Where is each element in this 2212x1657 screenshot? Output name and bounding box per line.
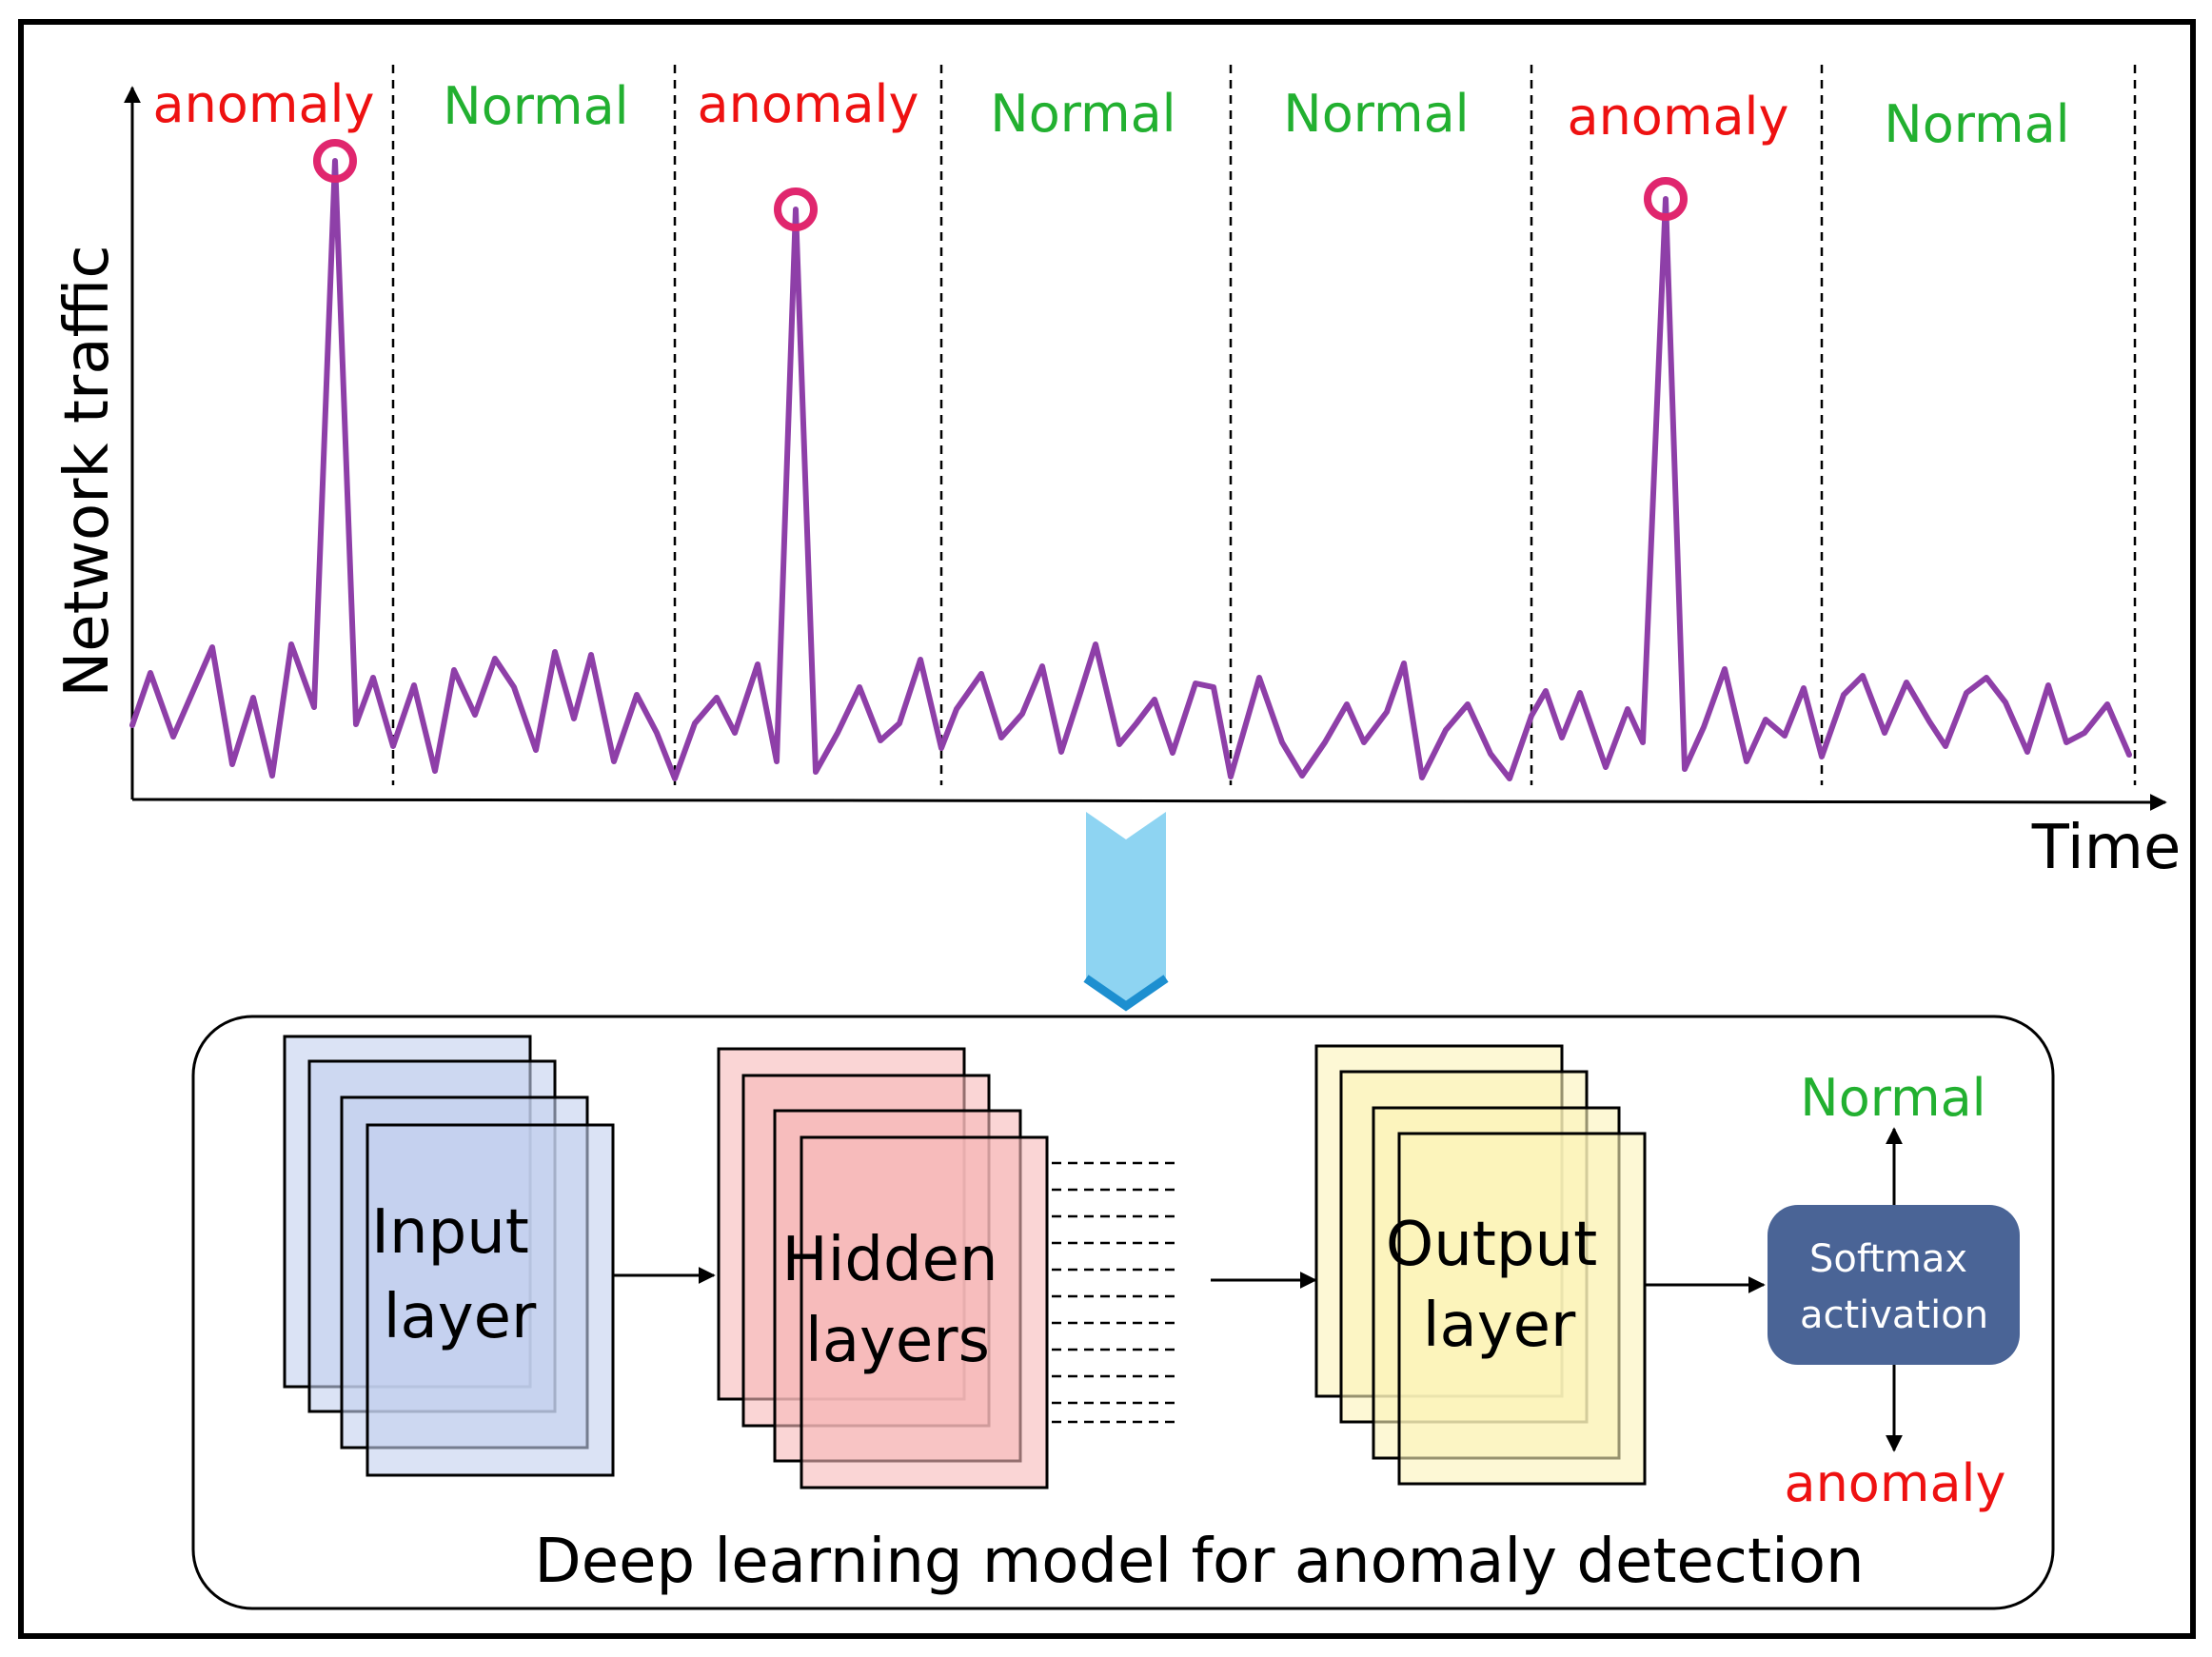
input-layer-label: layer [384, 1282, 537, 1352]
segment-label-normal: Normal [990, 84, 1175, 144]
hidden-continuation-dashes [1052, 1161, 1175, 1424]
input-layer-stack [283, 1035, 615, 1477]
softmax-activation-box [1768, 1205, 2020, 1365]
segment-label-normal: Normal [443, 76, 628, 136]
output-layer-label: layer [1423, 1291, 1576, 1361]
traffic-panel: Network traffic Time anomaly Normal anom… [52, 65, 2181, 883]
x-axis-label: Time [2031, 813, 2182, 883]
segment-dividers [391, 65, 2137, 785]
softmax-label: activation [1800, 1293, 1988, 1337]
segment-label-anomaly: anomaly [697, 74, 918, 134]
segment-label-normal: Normal [1283, 84, 1469, 144]
spike-marker [1644, 177, 1688, 221]
model-caption: Deep learning model for anomaly detectio… [534, 1527, 1864, 1597]
hidden-layers-label: layers [805, 1306, 990, 1376]
hidden-layers-label: Hidden [781, 1225, 997, 1295]
output-layer-label: Output [1386, 1210, 1597, 1280]
input-layer-card [365, 1123, 615, 1477]
traffic-line [129, 158, 2132, 781]
softmax-label: Softmax [1809, 1237, 1967, 1281]
y-axis-label: Network traffic [52, 245, 123, 697]
chevron-down-icon [1083, 812, 1169, 1012]
x-axis [131, 793, 2167, 811]
model-panel: Input layer Hidden layers [191, 1015, 2055, 1610]
input-layer-label: Input [371, 1197, 529, 1268]
spike-marker [313, 139, 357, 183]
output-normal-label: Normal [1800, 1068, 1985, 1128]
output-anomaly-label: anomaly [1784, 1453, 2005, 1513]
segment-label-anomaly: anomaly [152, 74, 374, 134]
output-layer-card [1397, 1132, 1647, 1486]
hidden-layer-card [800, 1135, 1049, 1489]
output-layer-stack [1314, 1044, 1647, 1486]
hidden-layers-stack [717, 1047, 1049, 1489]
spike-marker [774, 187, 818, 231]
segment-label-normal: Normal [1884, 94, 2069, 154]
segment-label-anomaly: anomaly [1567, 87, 1788, 147]
